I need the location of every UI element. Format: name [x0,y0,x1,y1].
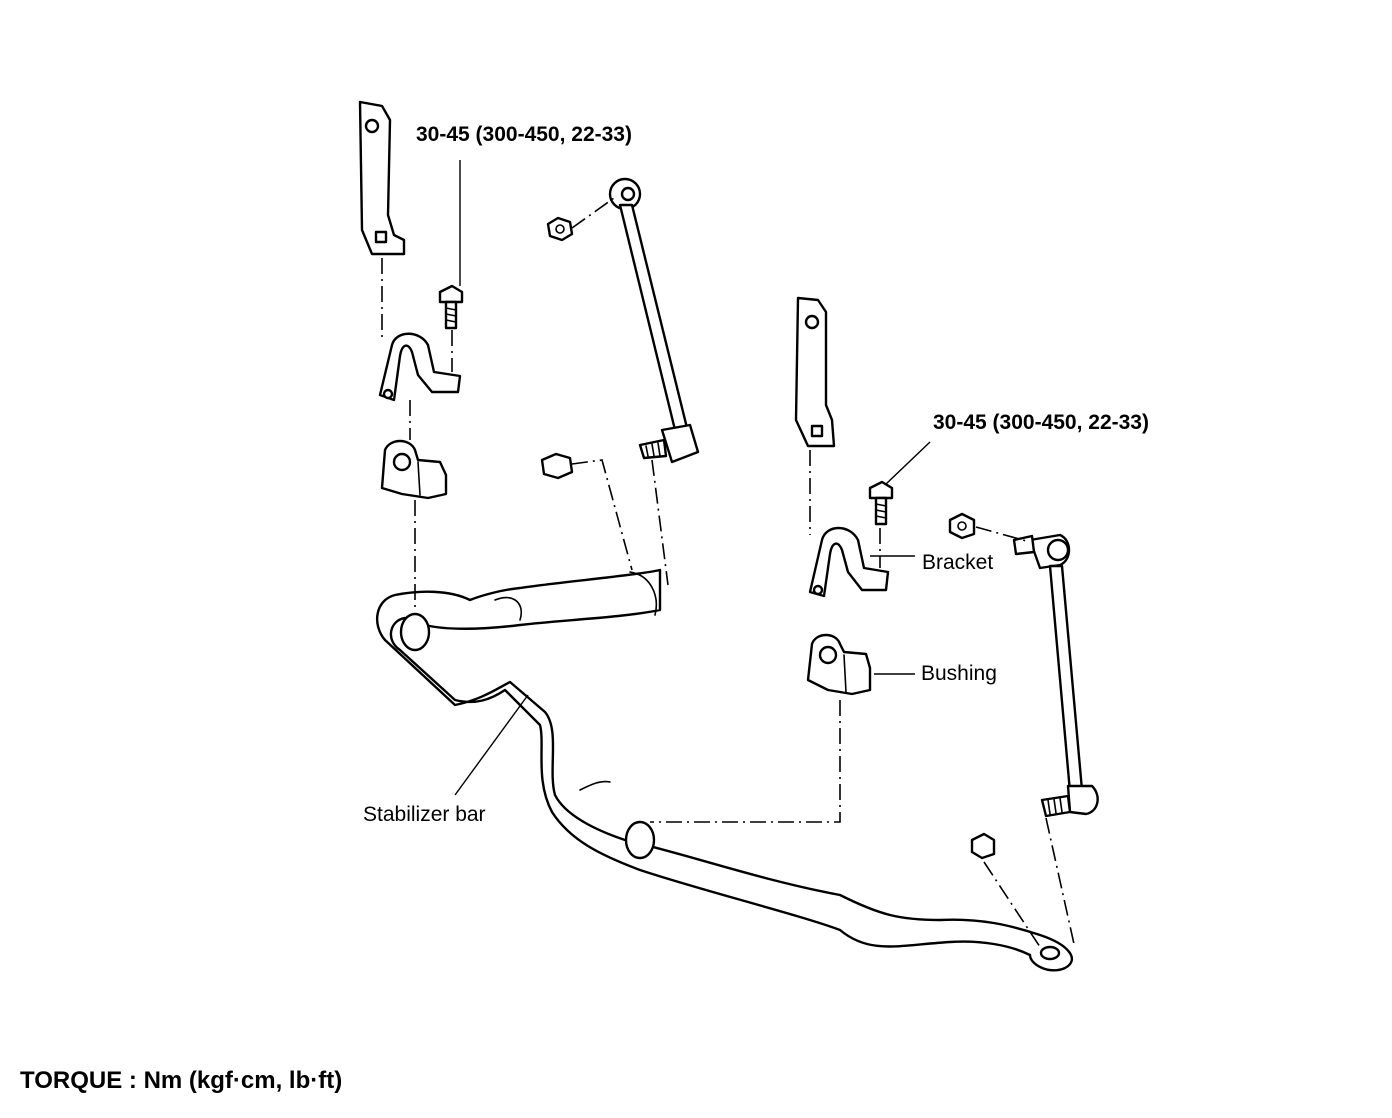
left-bolt [438,284,464,330]
left-link-nut-upper [546,216,574,242]
right-bolt [868,480,894,526]
left-bushing [380,439,448,500]
left-bracket [378,332,462,402]
left-stabilizer-link [608,177,700,464]
right-stabilizer-link [1012,533,1099,818]
right-bushing [806,633,872,696]
right-link-nut-upper [948,512,976,540]
torque-spec-left: 30-45 (300-450, 22-33) [416,123,632,146]
bracket-label: Bracket [922,551,994,574]
left-mounting-plate [358,100,406,256]
torque-units-note: TORQUE : Nm (kgf·cm, lb·ft) [20,1067,343,1094]
stabilizer-bar-label: Stabilizer bar [363,803,486,826]
right-mounting-plate [794,296,836,448]
left-link-nut-lower [540,452,574,480]
leader-lines [454,160,931,796]
bushing-label: Bushing [921,662,997,685]
torque-spec-right: 30-45 (300-450, 22-33) [933,411,1149,434]
assembly-lines [381,197,1075,951]
stabilizer-bar [376,568,1074,972]
right-link-nut-lower [970,832,996,860]
right-bracket [808,526,890,598]
